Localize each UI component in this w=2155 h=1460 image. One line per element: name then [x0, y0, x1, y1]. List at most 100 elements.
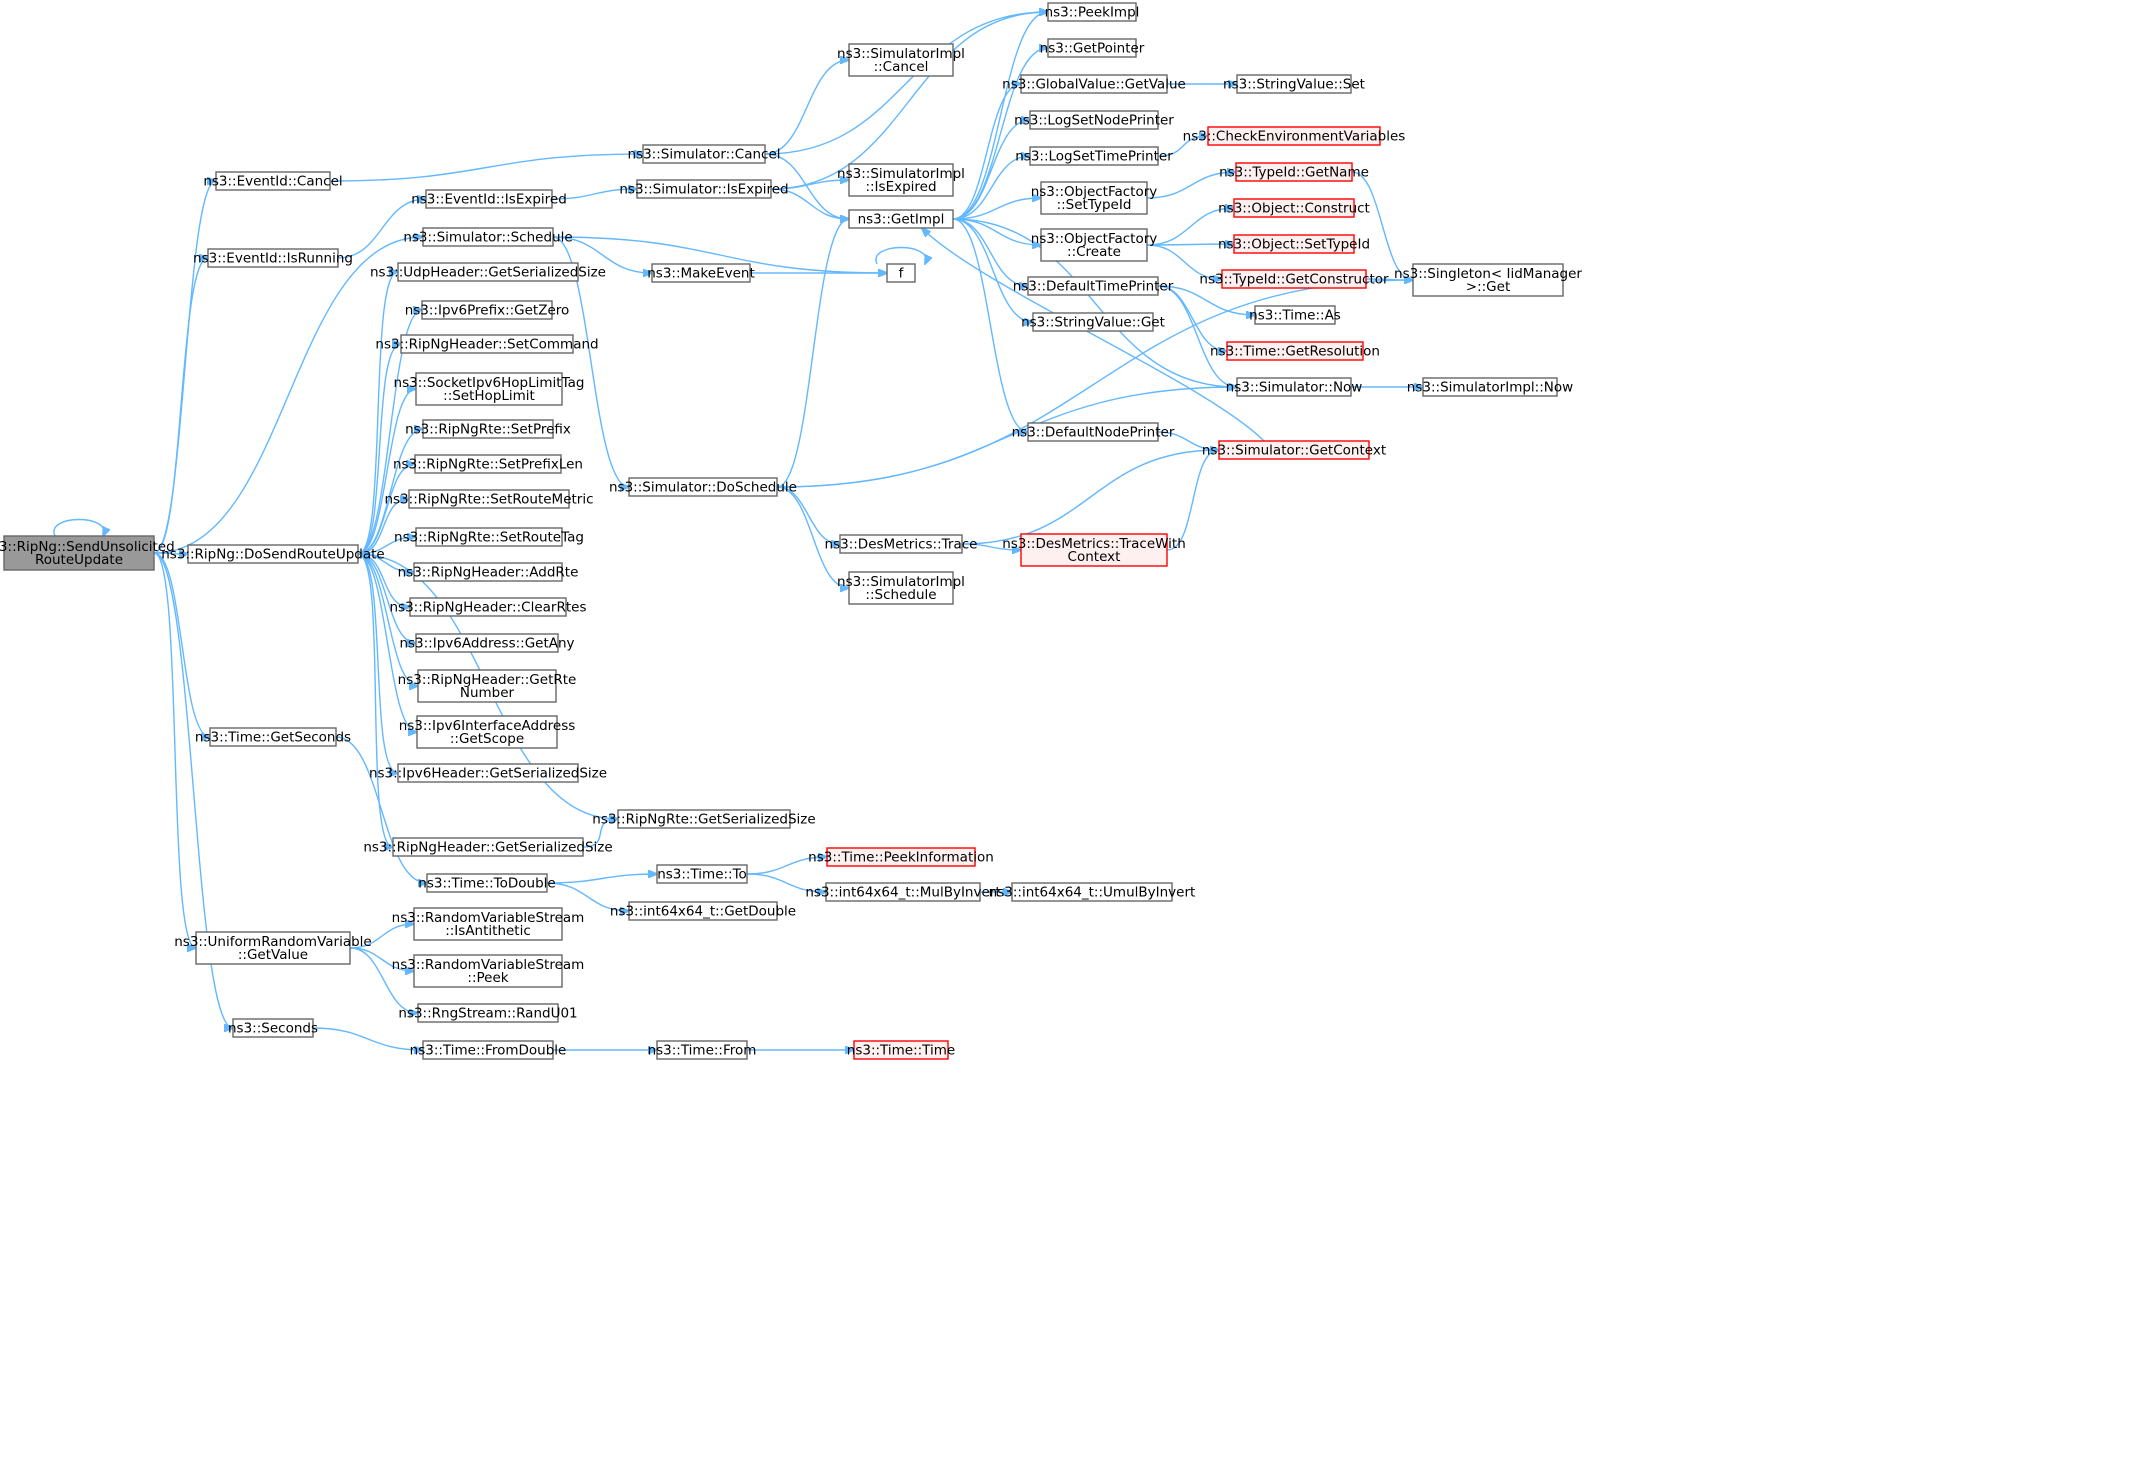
node-label: ns3::RipNgHeader::GetSerializedSize [363, 840, 612, 856]
node-box [413, 562, 563, 582]
node-eventid-isexpired[interactable]: ns3::EventId::IsExpired [411, 189, 567, 209]
node-ipv6prefix-getzero[interactable]: ns3::Ipv6Prefix::GetZero [405, 300, 570, 320]
node-time-from[interactable]: ns3::Time::From [648, 1040, 757, 1060]
node-box [853, 1040, 949, 1060]
node-sockhop-sethoplimit[interactable]: ns3::SocketIpv6HopLimitTag::SetHopLimit [394, 372, 585, 406]
node-stringvalue-get[interactable]: ns3::StringValue::Get [1021, 312, 1165, 332]
node-box [415, 372, 563, 406]
node-rvs-isantithetic[interactable]: ns3::RandomVariableStream::IsAntithetic [392, 907, 585, 941]
node-time-peekinformation[interactable]: ns3::Time::PeekInformation [808, 847, 994, 867]
node-ripngrte-setroutemetric[interactable]: ns3::RipNgRte::SetRouteMetric [384, 489, 594, 509]
node-udp-getsersize[interactable]: ns3::UdpHeader::GetSerializedSize [370, 262, 606, 282]
node-sim-getcontext[interactable]: ns3::Simulator::GetContext [1202, 440, 1386, 460]
node-ipv6ifaddr-getscope[interactable]: ns3::Ipv6InterfaceAddress::GetScope [399, 715, 576, 749]
edges-layer [53, 12, 1423, 1050]
edge-objfactory_settypeid-to-typeid_getname [1146, 172, 1236, 199]
node-label: ns3::StringValue::Set [1223, 77, 1365, 93]
node-sim-now[interactable]: ns3::Simulator::Now [1226, 377, 1363, 397]
node-seconds[interactable]: ns3::Seconds [228, 1018, 318, 1038]
node-ipv6hdr-getsersize[interactable]: ns3::Ipv6Header::GetSerializedSize [369, 763, 607, 783]
node-box [1207, 126, 1381, 146]
node-simimpl-schedule[interactable]: ns3::SimulatorImpl::Schedule [837, 571, 965, 605]
node-label: ns3::StringValue::Get [1021, 315, 1165, 331]
node-box [1040, 181, 1148, 215]
node-label: ns3::EventId::IsExpired [411, 192, 567, 208]
node-label: ns3::RipNg::DoSendRouteUpdate [161, 547, 384, 563]
node-int64-getdouble[interactable]: ns3::int64x64_t::GetDouble [610, 901, 796, 921]
node-dosendrouteupdate[interactable]: ns3::RipNg::DoSendRouteUpdate [161, 544, 385, 564]
node-int64-mulbyinvert[interactable]: ns3::int64x64_t::MulByInvert [805, 882, 1001, 902]
node-simimpl-now[interactable]: ns3::SimulatorImpl::Now [1407, 377, 1573, 397]
node-eventid-cancel[interactable]: ns3::EventId::Cancel [203, 171, 343, 191]
node-box [209, 727, 337, 747]
node-defaultnodeprinter[interactable]: ns3::DefaultNodePrinter [1012, 422, 1175, 442]
node-box [656, 1040, 748, 1060]
node-logsettimeprinter[interactable]: ns3::LogSetTimePrinter [1015, 146, 1173, 166]
node-label: ns3::DesMetrics::Trace [825, 537, 978, 553]
node-time-todouble[interactable]: ns3::Time::ToDouble [418, 873, 556, 893]
node-object-construct[interactable]: ns3::Object::Construct [1218, 198, 1370, 218]
node-time-fromdouble[interactable]: ns3::Time::FromDouble [410, 1040, 567, 1060]
node-typeid-getconstructor[interactable]: ns3::TypeId::GetConstructor [1199, 269, 1389, 289]
node-ripngrte-setroutetag[interactable]: ns3::RipNgRte::SetRouteTag [394, 527, 584, 547]
node-ripnghdr-clearrtes[interactable]: ns3::RipNgHeader::ClearRtes [390, 597, 587, 617]
node-desmetrics-trace[interactable]: ns3::DesMetrics::Trace [825, 534, 978, 554]
node-singleton-get[interactable]: ns3::Singleton< IidManager >::Get [1394, 263, 1582, 297]
node-defaulttimeprinter[interactable]: ns3::DefaultTimePrinter [1013, 276, 1174, 296]
node-makeevent[interactable]: ns3::MakeEvent [647, 263, 755, 283]
node-time-time[interactable]: ns3::Time::Time [847, 1040, 955, 1060]
node-objfactory-settypeid[interactable]: ns3::ObjectFactory::SetTypeId [1031, 181, 1158, 215]
node-ripnghdr-getsersize[interactable]: ns3::RipNgHeader::GetSerializedSize [363, 837, 613, 857]
node-label: ns3::GlobalValue::GetValue [1002, 77, 1186, 93]
node-time-to[interactable]: ns3::Time::To [656, 864, 748, 884]
node-ripnghdr-setcommand[interactable]: ns3::RipNgHeader::SetCommand [375, 334, 599, 354]
node-ripnghdr-addrte[interactable]: ns3::RipNgHeader::AddRte [398, 562, 579, 582]
node-box [1040, 228, 1148, 262]
node-simimpl-cancel[interactable]: ns3::SimulatorImpl::Cancel [837, 43, 965, 77]
node-label: ns3::int64x64_t::UmulByInvert [989, 885, 1196, 901]
node-sim-cancel[interactable]: ns3::Simulator::Cancel [627, 144, 781, 164]
node-peekimpl[interactable]: ns3::PeekImpl [1045, 2, 1140, 22]
node-box [1032, 312, 1154, 332]
node-box [417, 669, 557, 703]
node-ipv6addr-getany[interactable]: ns3::Ipv6Address::GetAny [399, 633, 575, 653]
node-objfactory-create[interactable]: ns3::ObjectFactory::Create [1031, 228, 1158, 262]
nodes-layer: ns3::RipNg::SendUnsolicitedRouteUpdatens… [0, 2, 1582, 1060]
node-time-getseconds[interactable]: ns3::Time::GetSeconds [195, 727, 351, 747]
node-logsetnodeprinter[interactable]: ns3::LogSetNodePrinter [1014, 110, 1174, 130]
node-checkenvvars[interactable]: ns3::CheckEnvironmentVariables [1183, 126, 1406, 146]
node-object-settypeid[interactable]: ns3::Object::SetTypeId [1218, 234, 1370, 254]
node-sim-schedule[interactable]: ns3::Simulator::Schedule [403, 227, 573, 247]
node-eventid-isrunning[interactable]: ns3::EventId::IsRunning [193, 248, 353, 268]
node-rngstream-randu01[interactable]: ns3::RngStream::RandU01 [398, 1003, 578, 1023]
node-label: ns3::Time::As [1249, 308, 1341, 324]
node-ripngrte-setprefixlen[interactable]: ns3::RipNgRte::SetPrefixLen [393, 454, 583, 474]
node-time-getresolution[interactable]: ns3::Time::GetResolution [1210, 341, 1380, 361]
edge-getimpl-to-logsettimeprinter [952, 156, 1030, 220]
edge-getimpl-to-logsetnodeprinter [952, 120, 1030, 220]
node-globalvalue-getvalue[interactable]: ns3::GlobalValue::GetValue [1002, 74, 1186, 94]
node-label: ::Create [1067, 244, 1121, 260]
edge-root-to-eventid_cancel [153, 181, 216, 554]
node-simimpl-isexpired[interactable]: ns3::SimulatorImpl::IsExpired [837, 163, 965, 197]
node-f[interactable]: f [886, 263, 916, 283]
node-ripngrte-setprefix[interactable]: ns3::RipNgRte::SetPrefix [405, 419, 571, 439]
node-time-as[interactable]: ns3::Time::As [1249, 305, 1341, 325]
node-box [1226, 341, 1364, 361]
node-rvs-peek[interactable]: ns3::RandomVariableStream::Peek [392, 954, 585, 988]
node-sim-doschedule[interactable]: ns3::Simulator::DoSchedule [609, 477, 797, 497]
node-int64-umulbyinvert[interactable]: ns3::int64x64_t::UmulByInvert [989, 882, 1196, 902]
node-ripngrte-getsersize[interactable]: ns3::RipNgRte::GetSerializedSize [592, 809, 816, 829]
node-stringvalue-set[interactable]: ns3::StringValue::Set [1223, 74, 1365, 94]
node-typeid-getname[interactable]: ns3::TypeId::GetName [1219, 162, 1369, 182]
node-getpointer[interactable]: ns3::GetPointer [1040, 38, 1145, 58]
node-getimpl[interactable]: ns3::GetImpl [848, 209, 954, 229]
node-label: ns3::DefaultNodePrinter [1012, 425, 1175, 441]
node-urv-getvalue[interactable]: ns3::UniformRandomVariable::GetValue [174, 931, 372, 965]
node-label: ns3::RipNgHeader::GetRte [398, 672, 577, 688]
edge-dosendrouteupdate-to-ipv6hdr_getsersize [357, 553, 398, 773]
node-sim-isexpired[interactable]: ns3::Simulator::IsExpired [619, 179, 789, 199]
